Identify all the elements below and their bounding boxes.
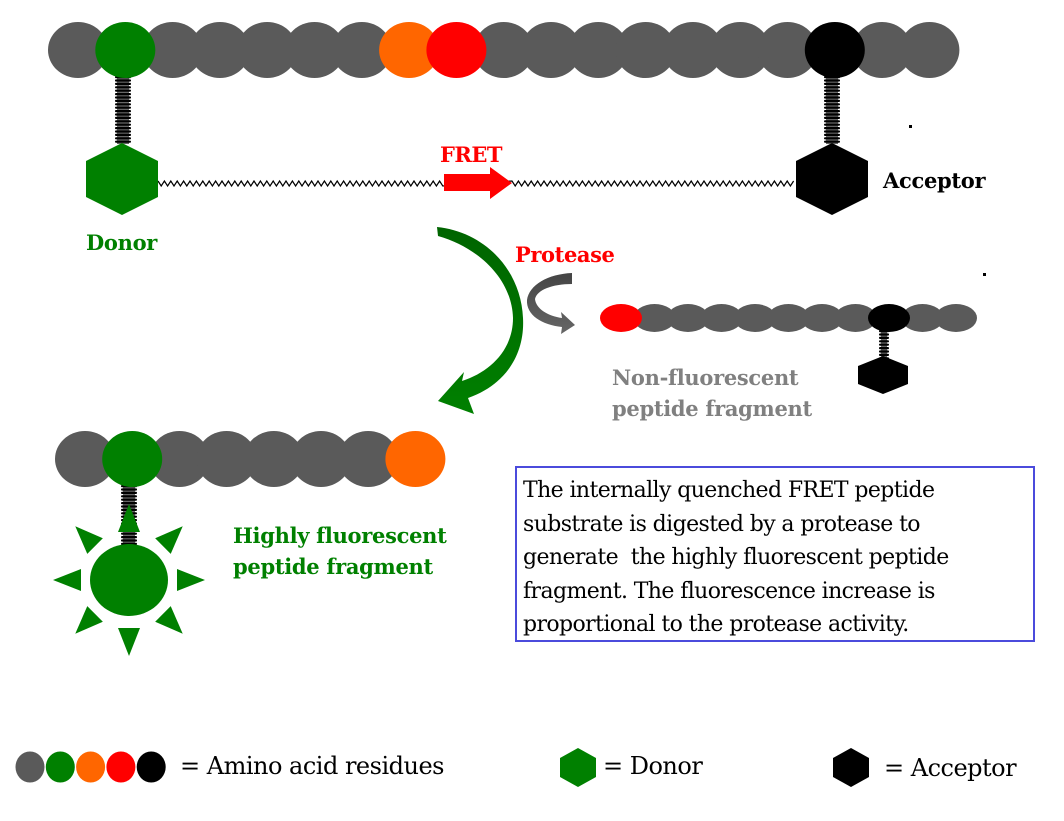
residue-gray (149, 431, 210, 487)
residue-gray (667, 304, 709, 332)
acceptor-linker-coil (824, 76, 840, 144)
legend-acceptor-text: = Acceptor (884, 754, 1017, 782)
residue-gray (852, 22, 913, 78)
legend-residue-donor-green (45, 751, 75, 783)
sun-core (90, 544, 168, 616)
non-fluorescent-fragment-chain (600, 304, 977, 332)
small-acceptor-hexagon (858, 356, 908, 394)
legend-donor-hexagon (560, 748, 596, 787)
residue-gray (237, 22, 298, 78)
coil-core (117, 76, 129, 144)
non-fluorescent-fragment-label: Non-fluorescent peptide fragment (612, 362, 812, 424)
residue-gray (291, 431, 351, 487)
residue-acceptor-black (868, 304, 910, 332)
description-box: The internally quenched FRET peptide sub… (515, 466, 1035, 642)
fluorescent-fragment-chain (55, 431, 446, 487)
digestion-arrow-icon (437, 227, 524, 414)
description-line: proportional to the protease activity. (523, 612, 909, 637)
legend-acceptor-hexagon (833, 748, 869, 787)
non-fluorescent-label-line2: peptide fragment (612, 396, 812, 421)
residue-red (600, 304, 642, 332)
residue-gray (662, 22, 723, 78)
sun-ray (155, 606, 183, 634)
fret-label: FRET (440, 142, 503, 167)
residue-gray (55, 431, 115, 487)
residue-gray (142, 22, 203, 78)
residue-gray (196, 431, 257, 487)
substrate-peptide-chain (48, 22, 960, 78)
residue-gray (633, 304, 676, 332)
residue-gray (568, 22, 629, 78)
coil-core (881, 330, 887, 358)
legend-residue-red (106, 751, 136, 783)
residue-gray (243, 431, 304, 487)
legend-residue-acceptor-black (136, 751, 166, 783)
stray-dot (909, 125, 912, 128)
fluorescent-label-line1: Highly fluorescent (233, 523, 447, 548)
donor-linker-coil (115, 76, 131, 144)
donor-label: Donor (86, 230, 158, 255)
fret-spring-line (157, 179, 795, 188)
stray-dot (983, 273, 986, 276)
residue-gray (734, 304, 776, 332)
protease-arrow-icon (526, 273, 575, 334)
donor-hexagon (86, 143, 158, 215)
residue-gray (189, 22, 250, 78)
residue-gray (710, 22, 771, 78)
residue-donor-green (102, 431, 163, 487)
residue-gray (48, 22, 108, 78)
residue-gray (801, 304, 843, 332)
non-fluorescent-label-line1: Non-fluorescent (612, 365, 799, 390)
residue-gray (901, 304, 944, 332)
fluorescent-donor-sun-icon (53, 504, 205, 656)
residue-gray (834, 304, 877, 332)
residue-orange (379, 22, 440, 78)
residue-gray (284, 22, 345, 78)
residue-gray (473, 22, 534, 78)
legend-residue-orange (76, 751, 106, 783)
protease-label: Protease (515, 242, 615, 267)
fret-arrow-icon (444, 167, 512, 199)
residue-acceptor-black (804, 22, 865, 78)
description-line: fragment. The fluorescence increase is (523, 578, 935, 604)
acceptor-label: Acceptor (883, 168, 986, 193)
sun-ray (118, 504, 140, 532)
residue-gray (700, 304, 743, 332)
sun-ray (75, 606, 103, 634)
legend-donor-text: = Donor (603, 752, 703, 780)
coil-core (826, 76, 838, 144)
sun-ray (177, 569, 205, 591)
sun-ray (75, 526, 103, 554)
residue-orange (385, 431, 446, 487)
legend-residue-circles (15, 751, 166, 783)
residue-gray (338, 431, 399, 487)
residue-gray (615, 22, 676, 78)
acceptor-hexagon (796, 143, 868, 215)
fluorescent-label-line2: peptide fragment (233, 554, 433, 579)
residue-gray (521, 22, 581, 78)
residue-gray (331, 22, 392, 78)
sun-ray (155, 526, 183, 554)
residue-donor-green (95, 22, 156, 78)
legend-residue-gray (15, 751, 45, 783)
description-line: substrate is digested by a protease to (523, 511, 921, 537)
small-acceptor-linker-coil (879, 330, 889, 360)
fluorescent-fragment-label: Highly fluorescent peptide fragment (233, 520, 447, 582)
residue-gray (757, 22, 818, 78)
residue-gray (899, 22, 960, 78)
residue-red (426, 22, 487, 78)
residue-gray (935, 304, 977, 332)
description-line: The internally quenched FRET peptide (523, 478, 935, 503)
sun-ray (118, 628, 140, 656)
description-line: generate the highly fluorescent peptide (523, 545, 949, 570)
legend-residues-text: = Amino acid residues (180, 752, 444, 780)
residue-gray (767, 304, 810, 332)
sun-ray (53, 569, 81, 591)
